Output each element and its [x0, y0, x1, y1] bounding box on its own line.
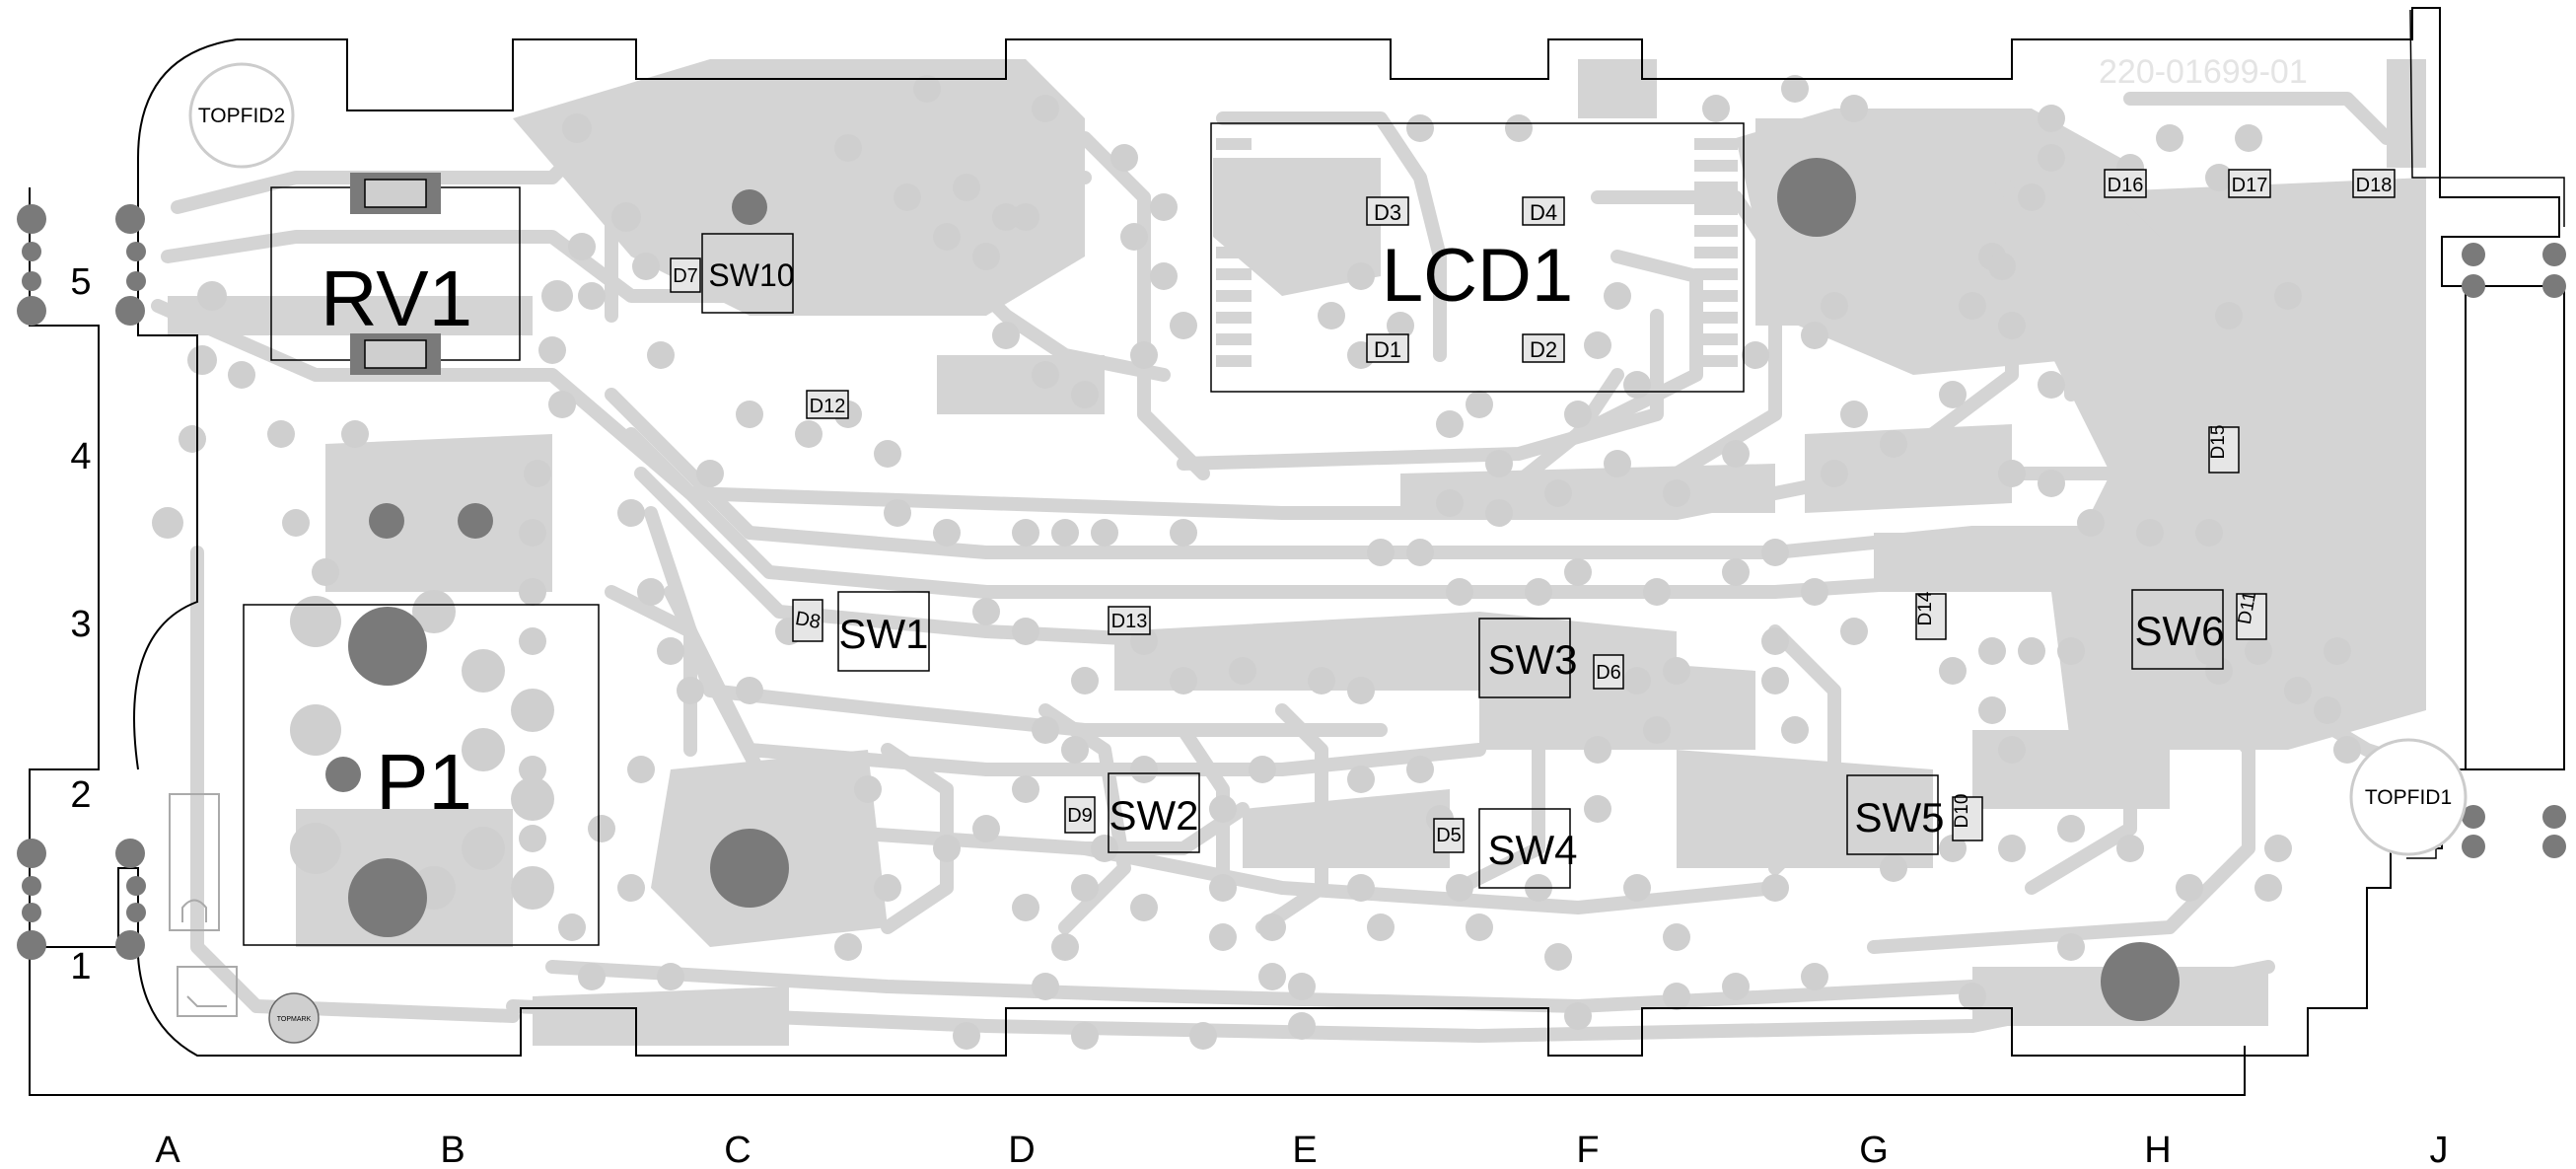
d1-label: D1 [1374, 337, 1401, 362]
mounting-hole [325, 757, 361, 792]
d17-label: D17 [2232, 175, 2268, 196]
grid-row-label: 2 [70, 774, 91, 816]
board-inner-outline [133, 38, 238, 957]
grid-column-label: J [2430, 1130, 2449, 1169]
d16-label: D16 [2108, 175, 2144, 196]
p1-label: P1 [376, 738, 472, 826]
d7-label: D7 [673, 265, 698, 287]
d18-label: D18 [2356, 175, 2393, 196]
grid-column-label: C [724, 1130, 751, 1169]
lcd1-pins [1216, 138, 1738, 367]
lcd1-outline [1210, 122, 1745, 393]
d2-label: D2 [1530, 337, 1557, 362]
d14-label: D14 [1915, 591, 1936, 625]
lower-left-marks [169, 793, 238, 1017]
fiducials [188, 62, 2468, 1044]
mounting-hole [732, 189, 767, 225]
d13-label: D13 [1111, 611, 1148, 632]
grid-column-label: A [155, 1130, 180, 1169]
topfid1-label: TOPFID1 [2365, 786, 2452, 809]
sw6-outline [2131, 589, 2224, 670]
grid-column-label: F [1576, 1130, 1599, 1169]
grid-column-label: B [440, 1130, 465, 1169]
sw10-label: SW10 [708, 257, 794, 293]
grid-column-label: H [2144, 1130, 2171, 1169]
topmark-circle [268, 992, 320, 1044]
grid-row-label: 5 [70, 261, 91, 303]
p1-pads [348, 607, 427, 937]
sw4-label: SW4 [1487, 827, 1577, 873]
edge-connector-left-top [17, 204, 146, 326]
d10-label: D10 [1952, 794, 1972, 829]
board-outline [29, 7, 2560, 1096]
grid-column-label: G [1859, 1130, 1889, 1169]
sw2-outline [1108, 772, 1200, 853]
board-right-edge [2466, 285, 2565, 770]
d15-label: D15 [2208, 425, 2229, 460]
d4-label: D4 [1530, 200, 1557, 225]
board-corner-notch [2406, 9, 2565, 859]
d6-label: D6 [1596, 662, 1621, 684]
sw3-outline [1478, 618, 1571, 698]
grid-row-label: 1 [70, 946, 91, 987]
grid-column-label: E [1292, 1130, 1317, 1169]
topmark-label: TOPMARK [277, 1016, 312, 1023]
mounting-hole [458, 503, 493, 539]
grid-columns: A B C D E F G H J [155, 1130, 2448, 1169]
sw1-outline [837, 591, 930, 672]
mounting-hole [2101, 942, 2180, 1021]
sw2-label: SW2 [1109, 792, 1198, 839]
sw5-label: SW5 [1854, 794, 1944, 840]
sw4-outline [1478, 808, 1571, 889]
sw1-label: SW1 [838, 611, 928, 657]
grid-row-label: 3 [70, 604, 91, 645]
board-part-number: 220-01699-01 [2099, 53, 2308, 91]
topfid1-circle [2349, 738, 2468, 856]
sw10-outline [701, 233, 794, 314]
d12-label: D12 [810, 396, 846, 417]
p1-outline [243, 604, 600, 946]
d9-label: D9 [1067, 805, 1093, 827]
grid-row-label: 4 [70, 436, 91, 477]
sw3-label: SW3 [1487, 636, 1577, 683]
d8-label: D8 [794, 608, 823, 633]
d3-label: D3 [1374, 200, 1401, 225]
mounting-hole [710, 829, 789, 908]
d5-label: D5 [1436, 825, 1462, 846]
sw6-label: SW6 [2134, 608, 2224, 654]
lcd1-label: LCD1 [1382, 234, 1573, 318]
edge-connector-right [2462, 243, 2566, 858]
topfid2-label: TOPFID2 [198, 105, 285, 127]
rv1-pads [350, 173, 441, 375]
sw5-outline [1846, 774, 1939, 855]
mounting-hole [1777, 158, 1856, 237]
grid-column-label: D [1008, 1130, 1035, 1169]
mounting-hole [369, 503, 404, 539]
via-layer [152, 75, 2361, 1050]
mounting-holes [325, 158, 2180, 1021]
rv1-label: RV1 [321, 255, 472, 342]
diode-boxes [670, 169, 2396, 853]
edge-connector-left-bottom [17, 839, 146, 960]
grid-rows: 5 4 3 2 1 [70, 261, 91, 987]
topfid2-circle [188, 62, 295, 169]
